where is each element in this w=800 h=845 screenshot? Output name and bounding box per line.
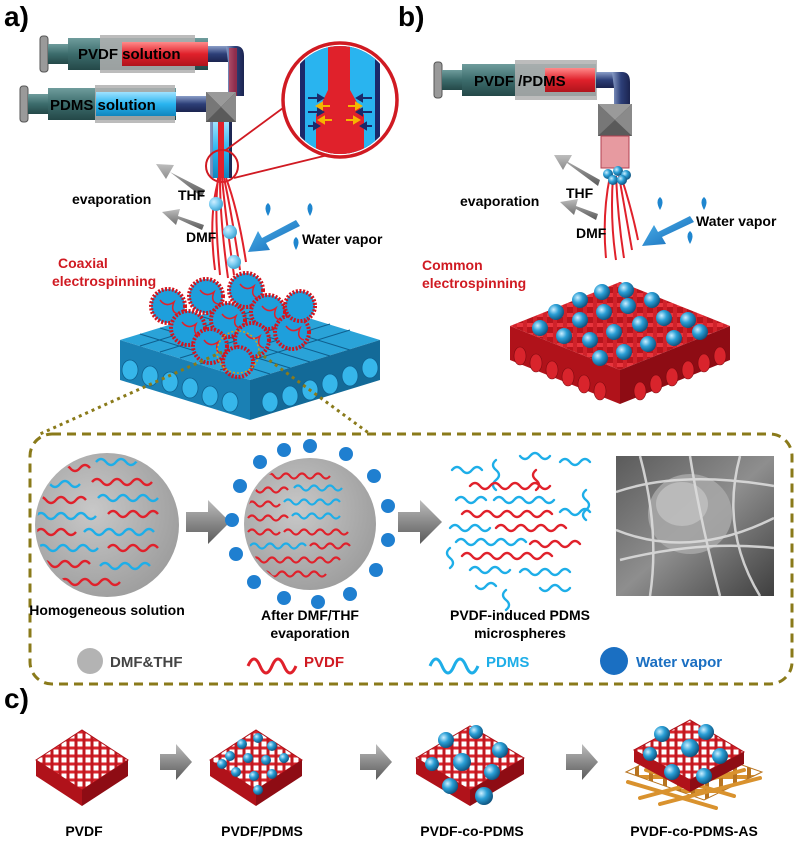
mat-pvdf-pdms — [209, 729, 303, 806]
dmf-label: DMF — [576, 225, 607, 241]
panel-a-label: a) — [4, 1, 29, 32]
step2-caption-line2: evaporation — [270, 625, 349, 641]
detail-link-right — [257, 350, 371, 436]
evaporation-label: evaporation — [460, 193, 539, 209]
panel-c: c) — [4, 683, 764, 839]
mechanism-frame: Homogeneous solution — [28, 432, 794, 686]
detail-link-left — [39, 350, 223, 436]
water-drop-icon — [701, 197, 707, 210]
blend-syringe — [433, 60, 630, 106]
water-vapor-arrow — [248, 220, 300, 252]
sem-micrograph — [615, 455, 775, 597]
after-evaporation-circle — [244, 458, 376, 590]
solvent-droplet — [227, 255, 241, 269]
pdms-microsphere-structure — [445, 451, 592, 612]
legend-solvent-swatch — [77, 648, 103, 674]
water-vapor-label: Water vapor — [696, 213, 777, 229]
thf-label: THF — [566, 185, 594, 201]
water-vapor-label: Water vapor — [302, 231, 383, 247]
legend-pdms-swatch — [428, 657, 480, 675]
water-drop-icon — [657, 197, 663, 210]
method-label-line2: electrospinning — [52, 273, 156, 289]
homogeneous-solution-circle — [35, 453, 179, 597]
dmf-evaporation-arrow — [560, 199, 598, 220]
pdms-syringe — [19, 85, 208, 123]
legend-water: Water vapor — [636, 654, 722, 671]
panel-b: b) PVDF /PDMS — [398, 1, 777, 404]
method-label-line1: Common — [422, 257, 483, 273]
stage-arrow-3 — [566, 744, 598, 780]
method-label-line1: Coaxial — [58, 255, 108, 271]
thf-evaporation-arrow — [156, 164, 205, 197]
evaporation-label: evaporation — [72, 191, 151, 207]
water-drop-icon — [265, 203, 271, 216]
blend-syringe-label: PVDF /PDMS — [474, 73, 566, 90]
pdms-droplet-cluster — [603, 166, 631, 185]
stage-label-4: PVDF-co-PDMS-AS — [630, 823, 758, 839]
pdms-syringe-label: PDMS solution — [50, 97, 156, 114]
panel-b-label: b) — [398, 1, 424, 32]
water-drop-icon — [307, 203, 313, 216]
common-fiber-mat — [510, 282, 730, 404]
spinneret-box — [598, 104, 632, 169]
legend-pvdf: PVDF — [304, 654, 344, 671]
water-vapor-ring — [225, 439, 395, 609]
thf-label: THF — [178, 187, 206, 203]
water-drop-icon — [293, 237, 299, 250]
panel-a: a) PVDF solution PDMS solution — [4, 1, 399, 436]
mat-pvdf — [35, 729, 129, 806]
panel-c-label: c) — [4, 683, 29, 714]
water-vapor-arrow — [642, 216, 694, 246]
mat-pvdf-co-pdms-as — [624, 719, 764, 810]
legend-solvent: DMF&THF — [110, 654, 182, 671]
blend-jets — [603, 175, 639, 261]
mat-pvdf-co-pdms — [415, 725, 525, 806]
pvdf-syringe-label: PVDF solution — [78, 46, 181, 63]
legend-water-swatch — [600, 647, 628, 675]
solvent-droplet — [209, 197, 223, 211]
zoom-line-bottom — [233, 154, 329, 179]
legend-pdms: PDMS — [486, 654, 529, 671]
method-label-line2: electrospinning — [422, 275, 526, 291]
stage-arrow-1 — [160, 744, 192, 780]
stage-label-2: PVDF/PDMS — [221, 823, 303, 839]
step3-caption-line2: microspheres — [474, 625, 566, 641]
dmf-evaporation-arrow — [162, 209, 204, 230]
stage-arrow-2 — [360, 744, 392, 780]
stage-label-3: PVDF-co-PDMS — [420, 823, 523, 839]
process-arrow-2 — [398, 500, 442, 544]
step1-caption: Homogeneous solution — [29, 602, 185, 618]
pvdf-syringe — [39, 35, 244, 96]
process-arrow-1 — [186, 500, 230, 544]
water-drop-icon — [687, 231, 693, 244]
stage-label-1: PVDF — [65, 823, 103, 839]
dmf-label: DMF — [186, 229, 217, 245]
pvdf-coated-microspheres — [149, 271, 317, 379]
pdms-microspheres — [532, 282, 708, 366]
legend-pvdf-swatch — [246, 657, 298, 675]
solvent-droplet — [223, 225, 237, 239]
thf-evaporation-arrow — [554, 155, 600, 186]
step3-caption-line1: PVDF-induced PDMS — [450, 607, 590, 623]
coaxial-fiber-mat — [120, 271, 380, 420]
needle-zoom-inset — [281, 41, 399, 159]
step2-caption-line1: After DMF/THF — [261, 607, 359, 623]
coaxial-junction-box — [206, 92, 236, 122]
